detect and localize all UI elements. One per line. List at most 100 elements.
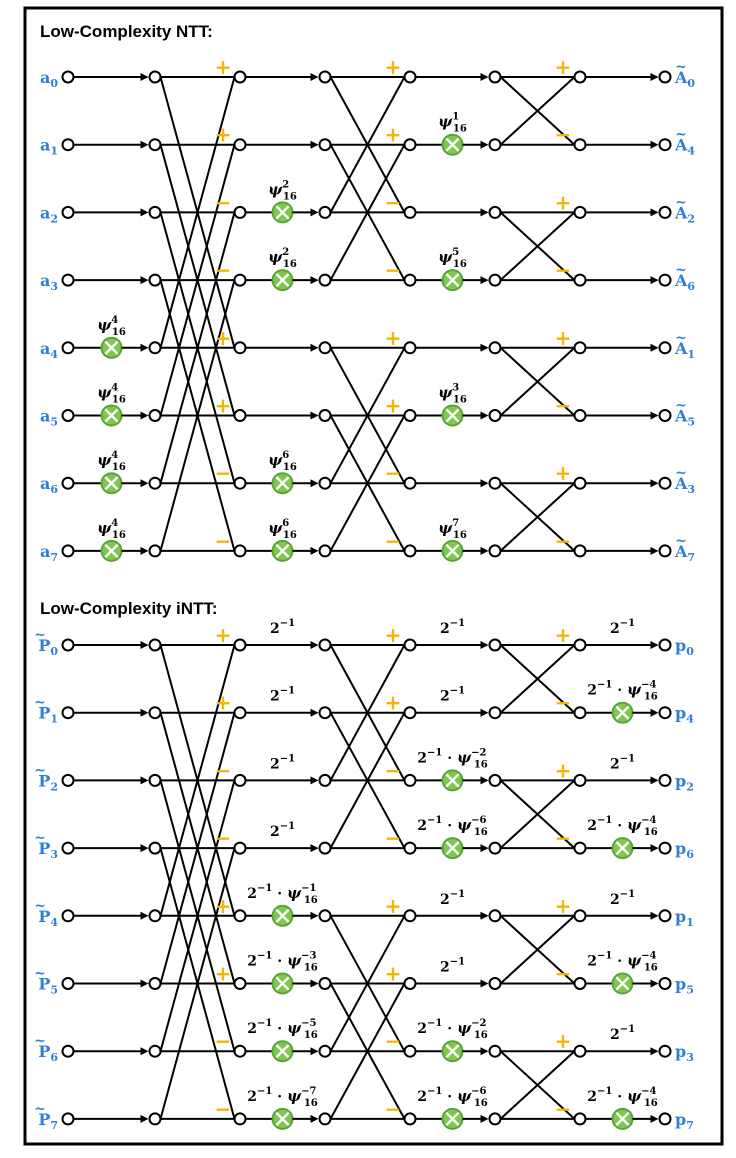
output-node-0 [658,70,672,84]
stage2-output-node-6 [403,1044,417,1058]
butterfly-cross-wire [499,76,576,146]
input-label-3: P3 [38,839,58,861]
stage1-arrow-1-head [310,140,319,149]
stage1-output-node-1 [233,138,247,152]
minus-sign: − [215,461,232,485]
stage2-input-node-5 [318,409,332,422]
output-node-5 [658,409,672,422]
stage3-arrow-6-head [650,1047,659,1056]
stage1-input-node-7 [148,1112,162,1126]
stage1-arrow-1-head [310,708,319,717]
stage3-output-node-0 [573,70,587,84]
stage1-arrow-2-head [310,776,319,785]
minus-sign: − [555,394,572,418]
stage2-twiddle-multiplier-7-cross-b [445,543,460,558]
stage3-output-node-4 [573,909,587,923]
input-label-6: a6 [40,474,58,496]
stage1-output-node-5 [233,977,247,990]
stage1-output-node-2 [233,773,247,787]
input-label-5-tilde: ~ [34,966,46,982]
input-label-3-tilde: ~ [34,830,46,846]
stage2-input-node-3 [318,841,332,855]
stage3-arrow-0-head [650,73,659,81]
stage1-output-node-7 [233,544,247,558]
minus-sign: − [385,461,402,485]
stage3-arrow-2-head [650,208,659,217]
minus-sign: − [215,190,232,214]
stage2-output-node-5 [403,977,417,990]
output-label-7: A7 [674,542,695,564]
stage3-output-node-2 [573,773,587,787]
arrow-1-head [140,140,149,149]
stage2-output-node-1 [403,138,417,152]
coefficient-label: 2−1 [440,957,465,976]
stage2-output-node-2 [403,773,417,787]
output-label-3: A6 [674,271,695,293]
minus-sign: − [215,1029,232,1053]
stage3-twiddle-multiplier-3-cross-b [615,841,630,856]
input-label-4-tilde: ~ [34,898,46,914]
stage2-input-node-3 [318,273,332,287]
butterfly-cross-wire [159,644,236,917]
butterfly-cross-wire [329,76,406,213]
plus-sign: + [385,123,402,147]
butterfly-cross-wire [159,76,236,349]
minus-sign: − [215,258,232,282]
output-node-4 [658,341,672,355]
input-label-7: a7 [40,542,58,564]
stage3-input-node-2 [488,205,502,219]
output-node-1 [658,706,672,720]
input-label-0-tilde: ~ [34,627,46,643]
plus-sign: + [385,623,402,647]
stage2-arrow-7-head [480,546,489,555]
stage3-arrow-4-head [650,911,659,920]
input-node-4 [61,341,75,355]
minus-sign: − [215,1097,232,1121]
butterfly-cross-wire [329,983,406,1120]
plus-sign: + [555,461,572,485]
stage1-input-node-6 [148,476,162,490]
coefficient-label: 2−1 [610,618,635,637]
stage2-output-node-0 [403,70,417,84]
plus-sign: + [555,190,572,214]
stage2-arrow-2-head [480,776,489,785]
input-node-6 [61,476,75,490]
plus-sign: + [215,691,232,715]
stage2-input-node-2 [318,773,332,787]
minus-sign: − [555,826,572,850]
stage1-arrow-7-head [310,546,319,555]
stage3-input-node-7 [488,544,502,558]
input-label-6: P6 [38,1042,58,1064]
plus-sign: + [555,894,572,918]
input-label-2: P2 [38,771,58,793]
stage2-arrow-6-head [480,1047,489,1056]
stage2-output-node-3 [403,841,417,855]
stage1-input-node-1 [148,138,162,152]
stage1-output-node-3 [233,273,247,287]
input-label-5: a5 [40,407,58,429]
stage1-twiddle-multiplier-5-cross-b [275,976,290,991]
stage2-input-node-4 [318,341,332,355]
plus-sign: + [215,326,232,350]
coefficient-label: 2−1 [440,686,465,705]
stage1-input-node-0 [148,638,162,652]
butterfly-cross-wire [499,347,576,417]
butterfly-cross-wire [499,482,576,552]
stage2-output-node-4 [403,909,417,923]
coefficient-label: 2−1 [270,618,295,637]
coefficient-label: 2−1 [270,686,295,705]
stage1-arrow-5-head [310,979,319,988]
stage1-output-node-3 [233,841,247,855]
input-label-6-tilde: ~ [34,1033,46,1049]
stage3-input-node-0 [488,70,502,84]
input-label-1: a1 [40,136,58,158]
stage1-input-node-7 [148,544,162,558]
input-node-0 [61,638,75,652]
output-label-2: p2 [675,771,694,793]
arrow-0-head [140,73,149,81]
